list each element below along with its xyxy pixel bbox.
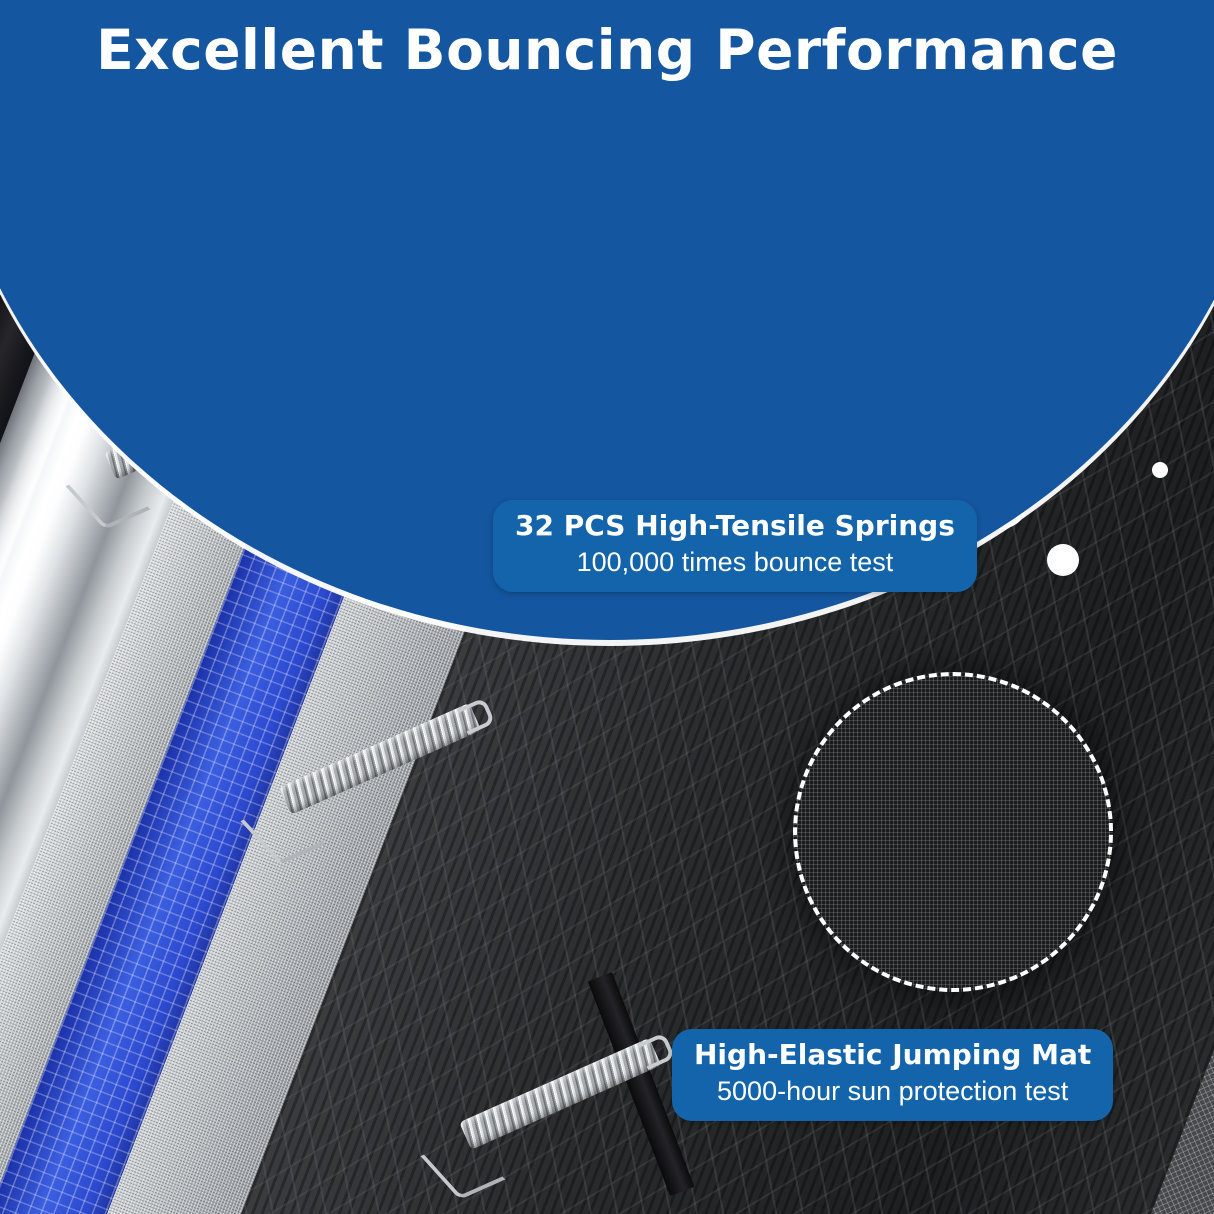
callout-badge-mat: High-Elastic Jumping Mat 5000-hour sun p… xyxy=(672,1029,1114,1121)
bubble-medium xyxy=(1047,544,1079,576)
jumping-mat-weave-magnifier xyxy=(793,672,1113,992)
callout-springs-title: 32 PCS High-Tensile Springs xyxy=(515,509,955,542)
bubble-small xyxy=(1152,462,1168,478)
callout-springs-subtitle: 100,000 times bounce test xyxy=(576,546,894,577)
callout-mat-subtitle: 5000-hour sun protection test xyxy=(717,1075,1069,1106)
callout-badge-springs: 32 PCS High-Tensile Springs 100,000 time… xyxy=(493,500,977,592)
callout-mat-title: High-Elastic Jumping Mat xyxy=(694,1038,1092,1071)
page-title: Excellent Bouncing Performance xyxy=(96,18,1118,82)
